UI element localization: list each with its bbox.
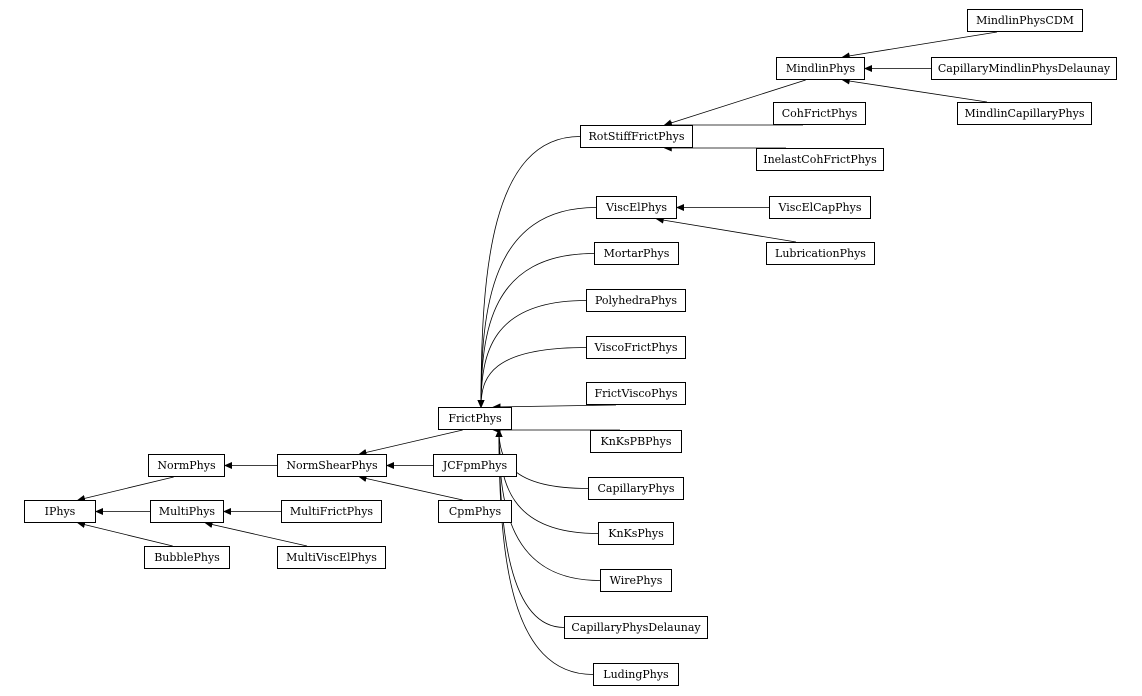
edge-rot-stiff-frict-phys-to-frict-phys <box>477 136 581 408</box>
class-node-mortar-phys[interactable]: MortarPhys <box>594 242 679 265</box>
class-node-frict-visco-phys[interactable]: FrictViscoPhys <box>586 382 686 405</box>
class-node-lubrication-phys[interactable]: LubricationPhys <box>766 242 875 265</box>
edge-bubble-phys-to-i-phys <box>77 521 173 547</box>
class-node-mindlin-phys-cdm[interactable]: MindlinPhysCDM <box>967 9 1083 32</box>
class-node-inelast-coh-frict-phys[interactable]: InelastCohFrictPhys <box>756 148 884 171</box>
class-node-label: FrictPhys <box>448 412 502 425</box>
class-node-label: MultiFrictPhys <box>289 505 374 518</box>
class-node-label: IPhys <box>44 505 76 518</box>
class-node-label: CapillaryMindlinPhysDelaunay <box>937 62 1111 75</box>
class-node-polyhedra-phys[interactable]: PolyhedraPhys <box>586 289 686 312</box>
class-node-cpm-phys[interactable]: CpmPhys <box>438 500 512 523</box>
class-node-luding-phys[interactable]: LudingPhys <box>593 663 679 686</box>
class-node-bubble-phys[interactable]: BubblePhys <box>144 546 230 569</box>
class-node-label: MultiViscElPhys <box>286 551 377 564</box>
class-node-label: WirePhys <box>609 574 663 587</box>
class-node-label: InelastCohFrictPhys <box>763 153 877 166</box>
class-node-label: JCFpmPhys <box>442 459 508 472</box>
class-node-label: CapillaryPhys <box>597 482 675 495</box>
edge-norm-phys-to-i-phys <box>77 476 174 502</box>
class-node-capillary-phys-delaunay[interactable]: CapillaryPhysDelaunay <box>564 616 708 639</box>
edge-lubrication-phys-to-visc-el-phys <box>655 216 797 243</box>
edge-visco-frict-phys-to-frict-phys <box>477 347 587 408</box>
class-node-label: KnKsPhys <box>608 527 664 540</box>
edge-polyhedra-phys-to-frict-phys <box>477 300 587 408</box>
class-node-label: CpmPhys <box>448 505 502 518</box>
edge-mindlin-phys-to-rot-stiff-frict-phys <box>663 79 806 127</box>
class-node-jc-fpm-phys[interactable]: JCFpmPhys <box>433 454 517 477</box>
class-node-wire-phys[interactable]: WirePhys <box>600 569 672 592</box>
edge-frict-visco-phys-to-frict-phys <box>492 403 617 411</box>
class-node-label: KnKsPBPhys <box>600 435 672 448</box>
class-node-label: PolyhedraPhys <box>594 294 678 307</box>
class-node-capillary-mindlin-phys-delaunay[interactable]: CapillaryMindlinPhysDelaunay <box>931 57 1117 80</box>
edge-mindlin-capillary-phys-to-mindlin-phys <box>841 77 988 103</box>
edge-visc-el-phys-to-frict-phys <box>477 207 597 408</box>
class-node-label: ViscElPhys <box>606 201 667 214</box>
class-node-norm-phys[interactable]: NormPhys <box>148 454 225 477</box>
class-node-label: FrictViscoPhys <box>594 387 678 400</box>
edge-multi-visc-el-phys-to-multi-phys <box>204 521 308 547</box>
class-node-label: NormShearPhys <box>286 459 378 472</box>
class-node-rot-stiff-frict-phys[interactable]: RotStiffFrictPhys <box>580 125 693 148</box>
class-node-mindlin-phys[interactable]: MindlinPhys <box>776 57 865 80</box>
class-node-label: LubricationPhys <box>775 247 866 260</box>
class-node-label: CohFrictPhys <box>781 107 858 120</box>
class-node-label: MindlinCapillaryPhys <box>964 107 1085 120</box>
edge-mindlin-phys-cdm-to-mindlin-phys <box>841 31 998 60</box>
class-node-label: ViscElCapPhys <box>778 201 862 214</box>
class-node-label: CapillaryPhysDelaunay <box>571 621 701 634</box>
class-node-coh-frict-phys[interactable]: CohFrictPhys <box>773 102 866 125</box>
class-node-label: NormPhys <box>157 459 216 472</box>
class-node-kn-ks-phys[interactable]: KnKsPhys <box>598 522 674 545</box>
edge-luding-phys-to-frict-phys <box>495 429 594 675</box>
class-node-multi-frict-phys[interactable]: MultiFrictPhys <box>281 500 382 523</box>
class-node-kn-ks-pb-phys[interactable]: KnKsPBPhys <box>590 430 682 453</box>
class-node-capillary-phys[interactable]: CapillaryPhys <box>588 477 684 500</box>
class-node-visc-el-cap-phys[interactable]: ViscElCapPhys <box>769 196 871 219</box>
class-node-label: MindlinPhysCDM <box>976 14 1074 27</box>
class-node-label: MultiPhys <box>158 505 216 518</box>
class-node-visc-el-phys[interactable]: ViscElPhys <box>596 196 677 219</box>
class-node-label: ViscoFrictPhys <box>594 341 678 354</box>
class-node-visco-frict-phys[interactable]: ViscoFrictPhys <box>586 336 686 359</box>
edge-frict-phys-to-norm-shear-phys <box>358 429 463 456</box>
class-node-multi-visc-el-phys[interactable]: MultiViscElPhys <box>277 546 386 569</box>
class-node-i-phys[interactable]: IPhys <box>24 500 96 523</box>
edge-mortar-phys-to-frict-phys <box>477 253 595 408</box>
class-node-multi-phys[interactable]: MultiPhys <box>150 500 224 523</box>
class-node-mindlin-capillary-phys[interactable]: MindlinCapillaryPhys <box>957 102 1092 125</box>
class-node-label: MortarPhys <box>603 247 670 260</box>
class-node-label: BubblePhys <box>154 551 220 564</box>
class-node-frict-phys[interactable]: FrictPhys <box>438 407 512 430</box>
class-node-label: MindlinPhys <box>785 62 856 75</box>
class-node-label: LudingPhys <box>603 668 669 681</box>
edge-cpm-phys-to-norm-shear-phys <box>358 475 463 501</box>
class-node-label: RotStiffFrictPhys <box>588 130 685 143</box>
class-node-norm-shear-phys[interactable]: NormShearPhys <box>277 454 387 477</box>
